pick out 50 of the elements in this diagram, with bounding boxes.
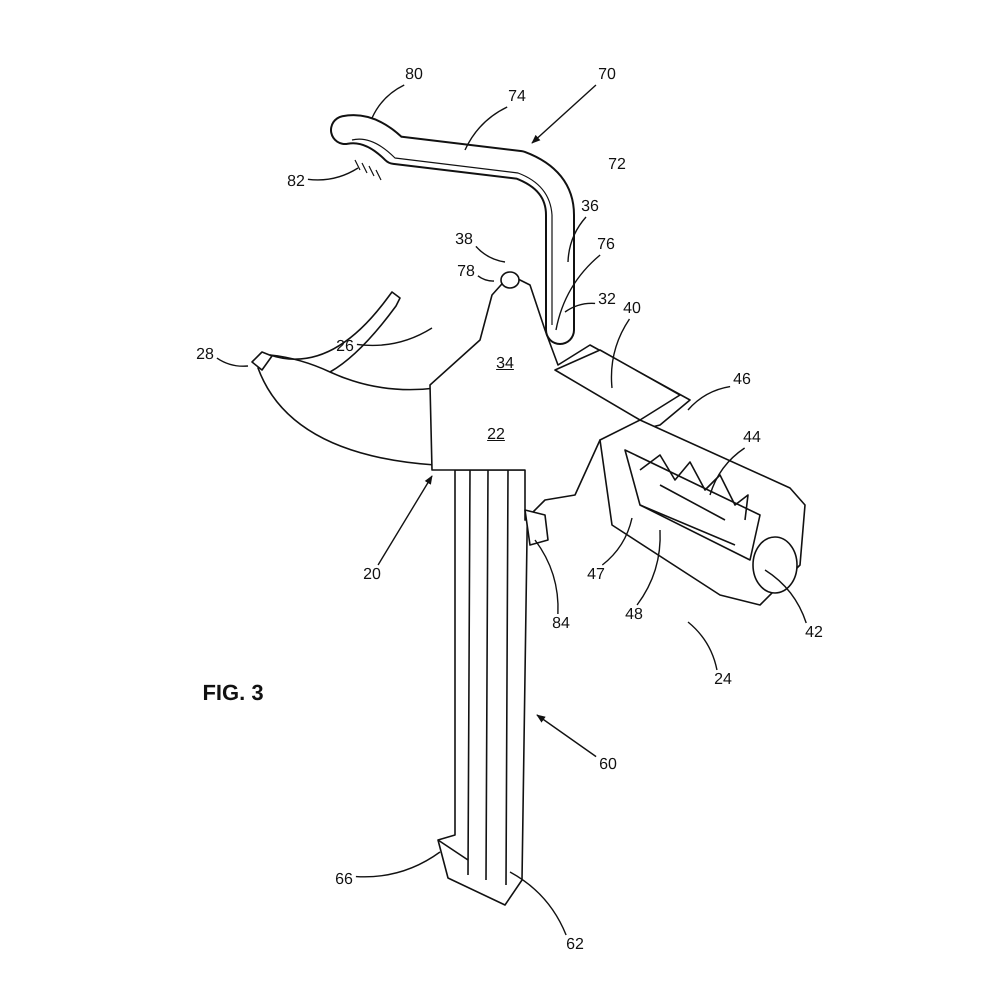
leader-line [610, 318, 630, 388]
callout-number: 66 [334, 871, 354, 889]
leader-line [709, 447, 746, 496]
callout-number: 26 [335, 338, 355, 356]
leader-line [356, 327, 432, 346]
leader-line [764, 569, 807, 624]
callout-number: 42 [804, 624, 824, 642]
callout-number: 76 [596, 236, 616, 254]
callout-number: 82 [286, 173, 306, 191]
callout-number: 22 [486, 426, 506, 444]
callout-number: 20 [362, 566, 382, 584]
figure-label: FIG. 3 [201, 684, 265, 702]
leader-line [216, 357, 248, 367]
callout-number: 62 [565, 936, 585, 954]
leader-line [688, 621, 718, 670]
callout-number: 60 [598, 756, 618, 774]
callout-number: 24 [713, 671, 733, 689]
callout-number: 78 [456, 263, 476, 281]
leader-line [602, 518, 633, 566]
callout-number: 48 [624, 606, 644, 624]
leader-line [534, 540, 559, 614]
arrow [377, 475, 433, 566]
callout-number: 34 [495, 355, 515, 373]
callout-number: 72 [607, 156, 627, 174]
callout-number: 28 [195, 346, 215, 364]
callout-number: 44 [742, 429, 762, 447]
leader-line [636, 530, 661, 606]
callout-number: 36 [580, 198, 600, 216]
leader-line [308, 167, 358, 181]
leader-line [464, 106, 508, 150]
leader-line [477, 275, 494, 282]
arrow [536, 714, 596, 758]
callout-number: 38 [454, 231, 474, 249]
callout-number: 46 [732, 371, 752, 389]
leader-line [356, 851, 440, 878]
arrow [531, 84, 596, 144]
callout-number: 40 [622, 300, 642, 318]
callout-number: 70 [597, 66, 617, 84]
leader-line [510, 871, 567, 936]
leader-line [567, 216, 587, 262]
callout-number: 74 [507, 88, 527, 106]
callout-number: 80 [404, 66, 424, 84]
leader-line [687, 386, 730, 410]
leader-line [475, 246, 506, 263]
leader-line [564, 302, 596, 313]
callout-number: 84 [551, 615, 571, 633]
leader-line [371, 84, 405, 118]
callout-number: 32 [597, 291, 617, 309]
leader-line [555, 254, 601, 330]
callout-number: 47 [586, 566, 606, 584]
